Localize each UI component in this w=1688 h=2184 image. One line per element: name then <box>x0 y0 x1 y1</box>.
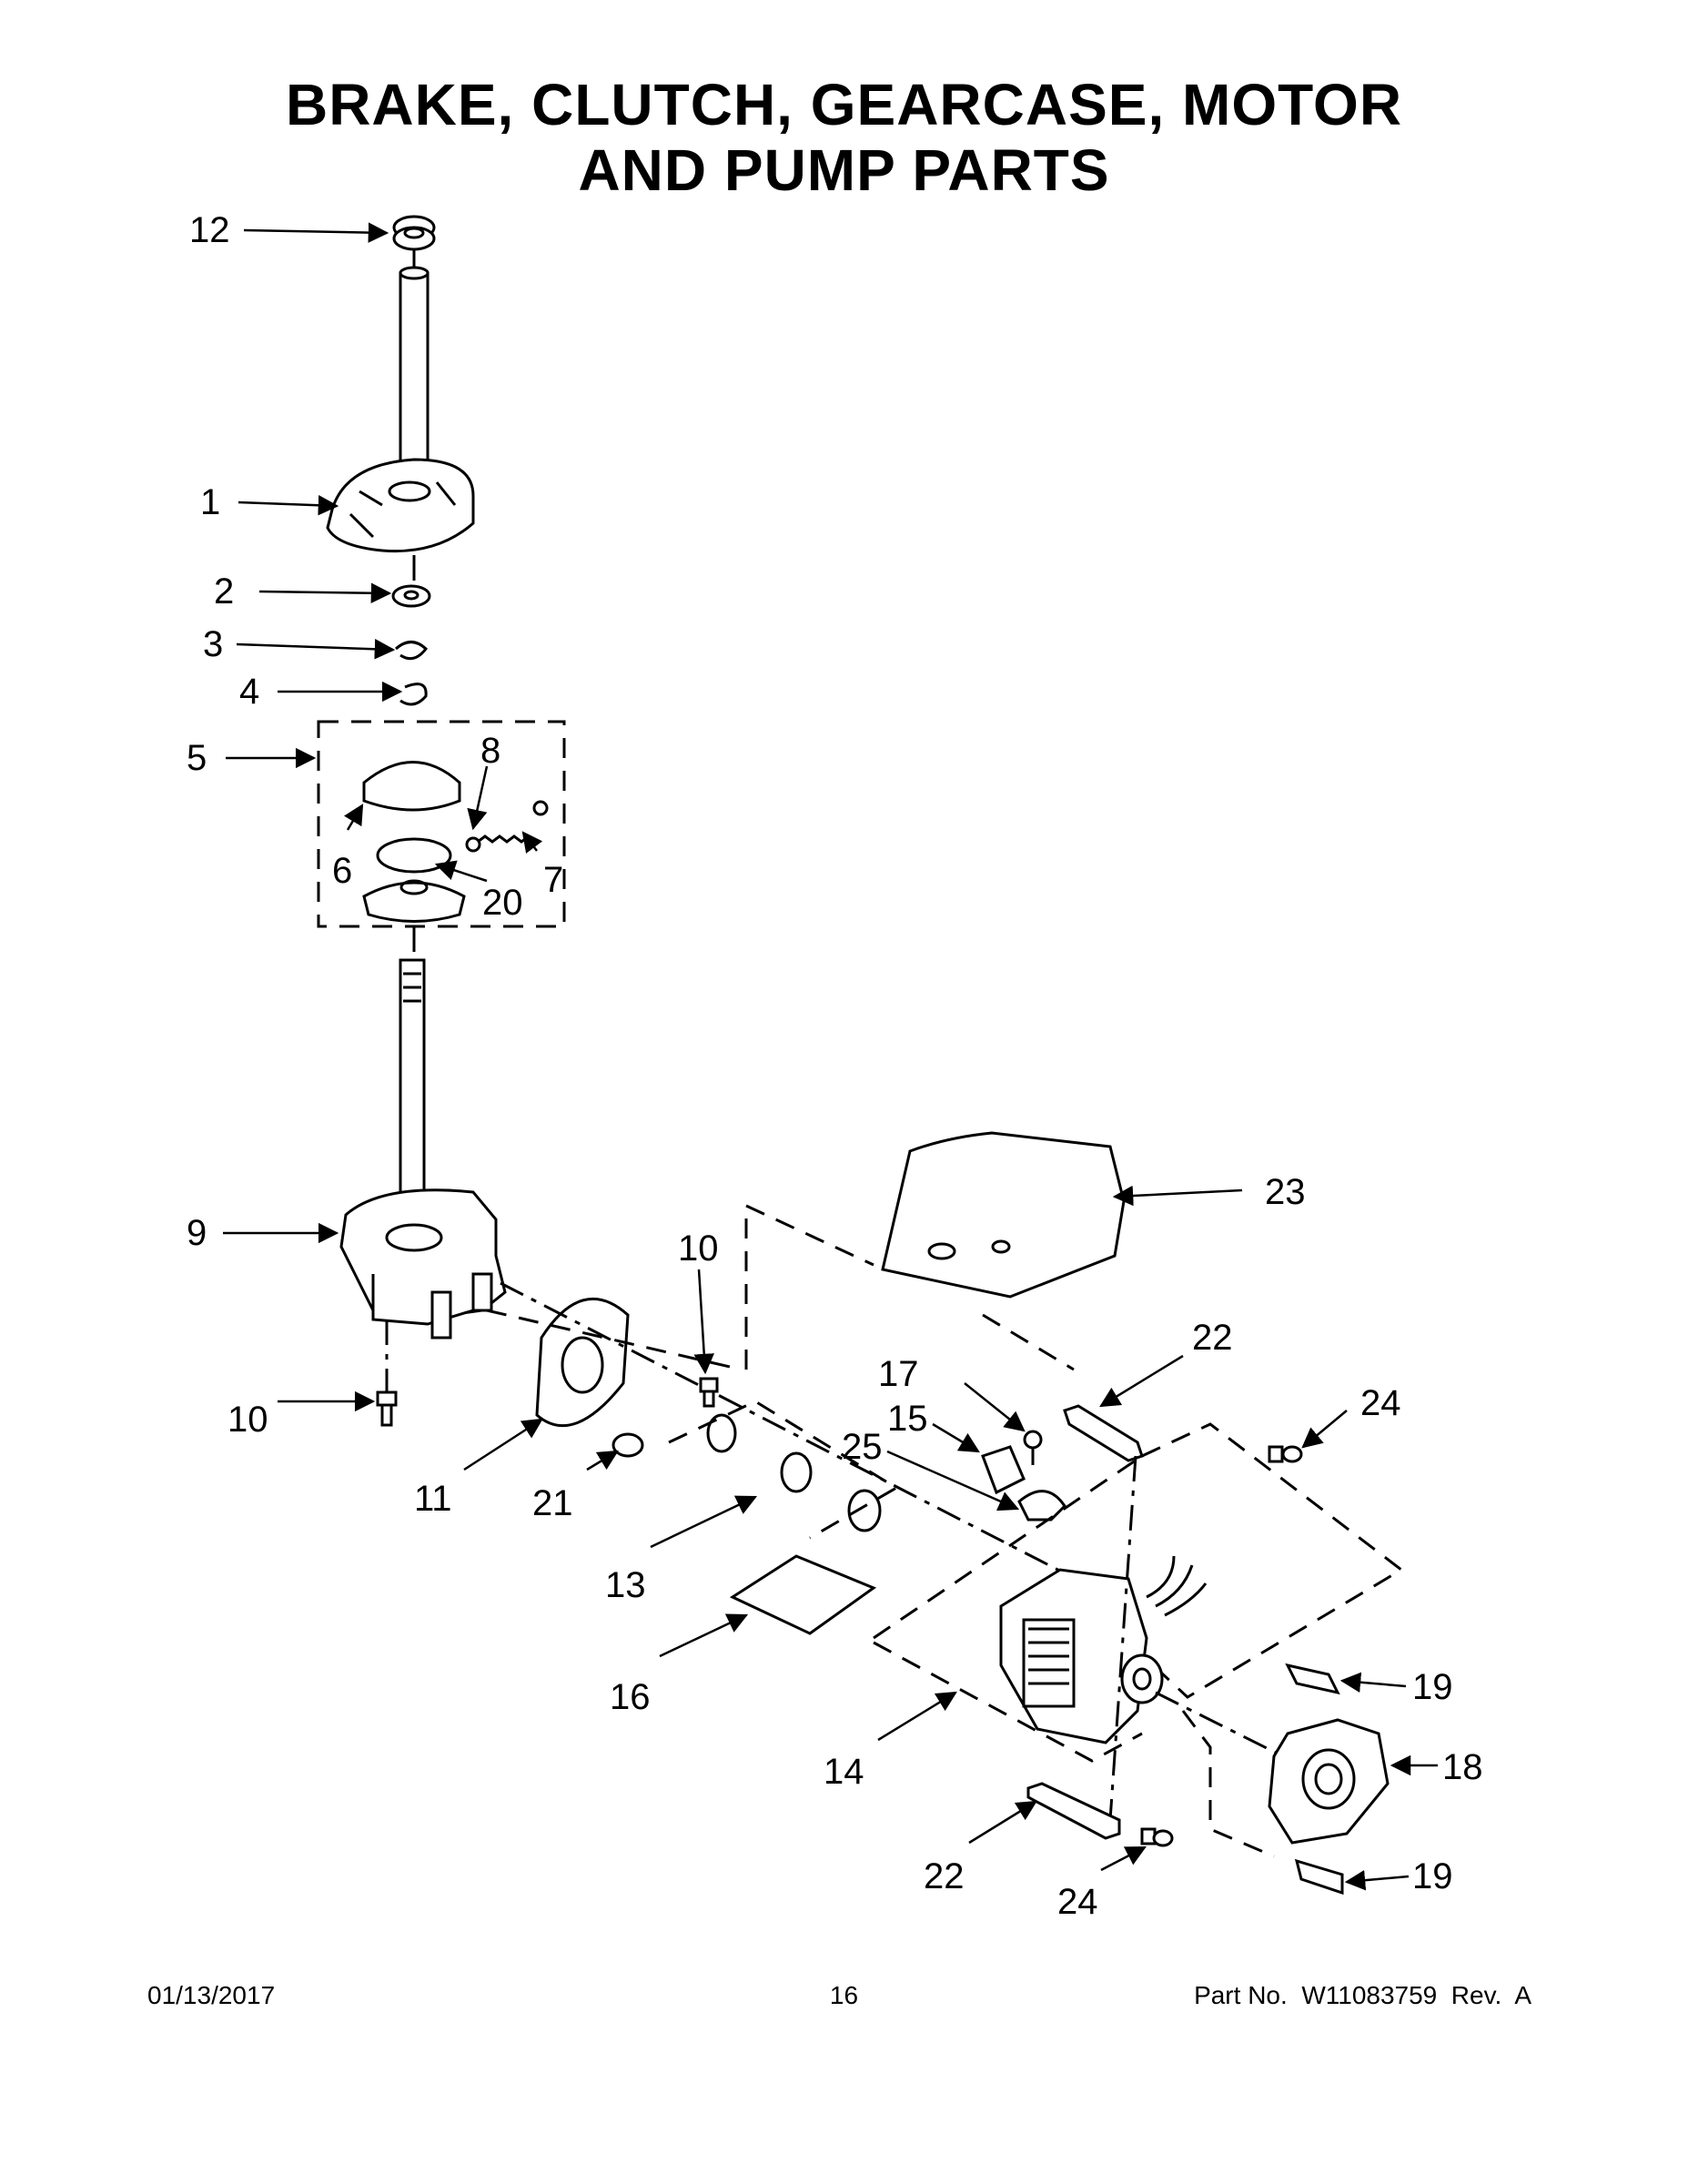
part-19-clip-lower <box>1294 1858 1344 1896</box>
part-9-gearcase <box>339 1188 507 1340</box>
part-1-brake-assembly <box>326 458 475 553</box>
part-5-clutch-assembly <box>362 761 466 923</box>
part-22-bracket-upper <box>1063 1404 1144 1462</box>
part-18-pump <box>1268 1718 1390 1845</box>
part-10-bolt-upper <box>699 1377 719 1408</box>
diagram-title-line-1: BRAKE, CLUTCH, GEARCASE, MOTOR <box>285 72 1403 137</box>
callout-11: 11 <box>414 1479 452 1519</box>
callout-10-upper: 10 <box>678 1228 719 1269</box>
dash-frame-top-left <box>486 1309 743 1371</box>
callout-8: 8 <box>480 731 500 771</box>
callout-14: 14 <box>824 1752 864 1792</box>
part-22-bracket-lower <box>1026 1782 1121 1840</box>
callout-7: 7 <box>543 860 563 900</box>
callout-24-upper: 24 <box>1360 1383 1401 1423</box>
part-24-bolt-lower <box>1140 1827 1174 1847</box>
leader-lines <box>223 222 1438 1891</box>
frame-connector <box>982 1313 1075 1371</box>
part-21-fitting <box>612 1432 644 1458</box>
part-12-nut <box>392 215 436 251</box>
part-13-group-boundary <box>668 1400 899 1540</box>
callout-10-lower: 10 <box>227 1400 268 1440</box>
centerline-drive-axis <box>500 1281 1138 1613</box>
part-11-mounting-plate <box>535 1297 630 1428</box>
callout-15: 15 <box>887 1399 928 1439</box>
callout-17: 17 <box>878 1354 919 1394</box>
frame-lower-right <box>1181 1710 1275 1858</box>
part-14-frame-boundary <box>873 1422 1404 1763</box>
callout-1: 1 <box>200 482 220 522</box>
centerline-pump-axis <box>1155 1691 1284 1758</box>
callout-5: 5 <box>187 738 207 778</box>
part-pump-pulley-group <box>706 1413 882 1532</box>
callout-13: 13 <box>605 1565 646 1605</box>
part-2-washer <box>391 555 431 608</box>
centerline-motor-vertical <box>1108 1455 1137 1821</box>
callout-25: 25 <box>842 1427 883 1467</box>
callout-22-upper: 22 <box>1192 1318 1233 1358</box>
diagram-title-line-2: AND PUMP PARTS <box>578 137 1110 203</box>
part-drive-shaft <box>399 958 426 1235</box>
callout-18: 18 <box>1442 1747 1483 1787</box>
callout-19-lower: 19 <box>1412 1856 1453 1896</box>
part-16-gasket <box>729 1554 877 1635</box>
part-19-clip-upper <box>1285 1663 1340 1695</box>
part-24-bolt-upper <box>1268 1445 1303 1463</box>
footer-date: 01/13/2017 <box>147 1981 276 2009</box>
part-10-bolt-lower <box>376 1320 398 1427</box>
callout-23: 23 <box>1265 1172 1306 1212</box>
callout-4: 4 <box>239 672 259 712</box>
part-3-spring-clip <box>395 641 429 661</box>
callout-21: 21 <box>532 1483 573 1523</box>
part-17-screw <box>1023 1430 1043 1465</box>
part-23-shield <box>881 1131 1126 1299</box>
part-8-spring <box>465 800 549 853</box>
footer-part-number: Part No. W11083759 Rev. A <box>1194 1981 1531 2009</box>
callout-3: 3 <box>203 624 223 664</box>
callout-6: 6 <box>332 851 352 891</box>
callout-9: 9 <box>187 1213 207 1253</box>
callout-12: 12 <box>189 210 230 250</box>
part-spin-tube <box>399 250 430 484</box>
callout-24-lower: 24 <box>1057 1882 1098 1922</box>
callout-20: 20 <box>482 883 523 923</box>
part-4-retaining-ring <box>399 682 428 706</box>
callout-2: 2 <box>214 571 234 612</box>
frame-left-upright <box>744 1203 874 1370</box>
part-motor <box>999 1555 1208 1744</box>
callout-19-upper: 19 <box>1412 1667 1453 1707</box>
part-25-clamp <box>1017 1490 1066 1522</box>
part-14-frame-boundary-lower <box>873 1454 1143 1640</box>
clutch-assembly-boundary <box>317 720 566 928</box>
part-15-bushing <box>981 1445 1026 1495</box>
callout-22-lower: 22 <box>924 1856 965 1896</box>
footer-page-number: 16 <box>829 1981 859 2009</box>
callout-16: 16 <box>610 1677 651 1717</box>
